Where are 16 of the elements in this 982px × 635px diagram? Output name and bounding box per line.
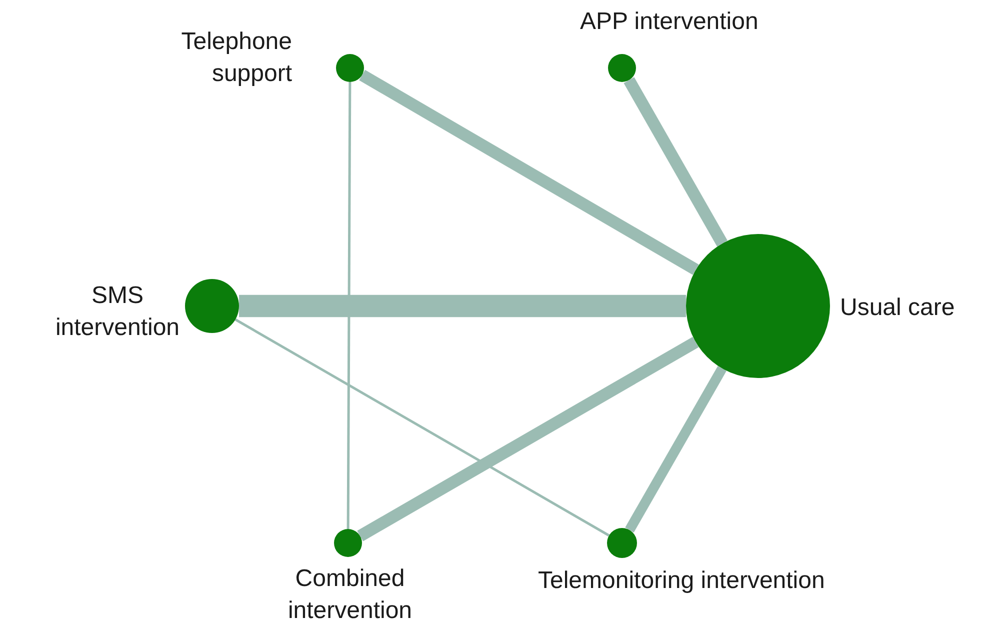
- node-circle: [334, 529, 362, 557]
- edge-line: [625, 366, 726, 532]
- node-label: Usual care: [840, 293, 955, 323]
- node-circle: [336, 54, 364, 82]
- node-circle: [608, 54, 636, 82]
- node-label: Telemonitoring intervention: [538, 566, 825, 596]
- edge-line: [346, 82, 352, 529]
- edge-line: [624, 77, 728, 246]
- node-circle: [607, 528, 637, 558]
- node-circle: [185, 279, 239, 333]
- node-label: SMS intervention: [54, 281, 181, 343]
- node-label: APP intervention: [580, 7, 758, 37]
- edge-line: [357, 336, 699, 542]
- node-label: Telephone support: [180, 27, 292, 89]
- node-label: Combined intervention: [286, 564, 414, 626]
- edge-line: [359, 70, 699, 275]
